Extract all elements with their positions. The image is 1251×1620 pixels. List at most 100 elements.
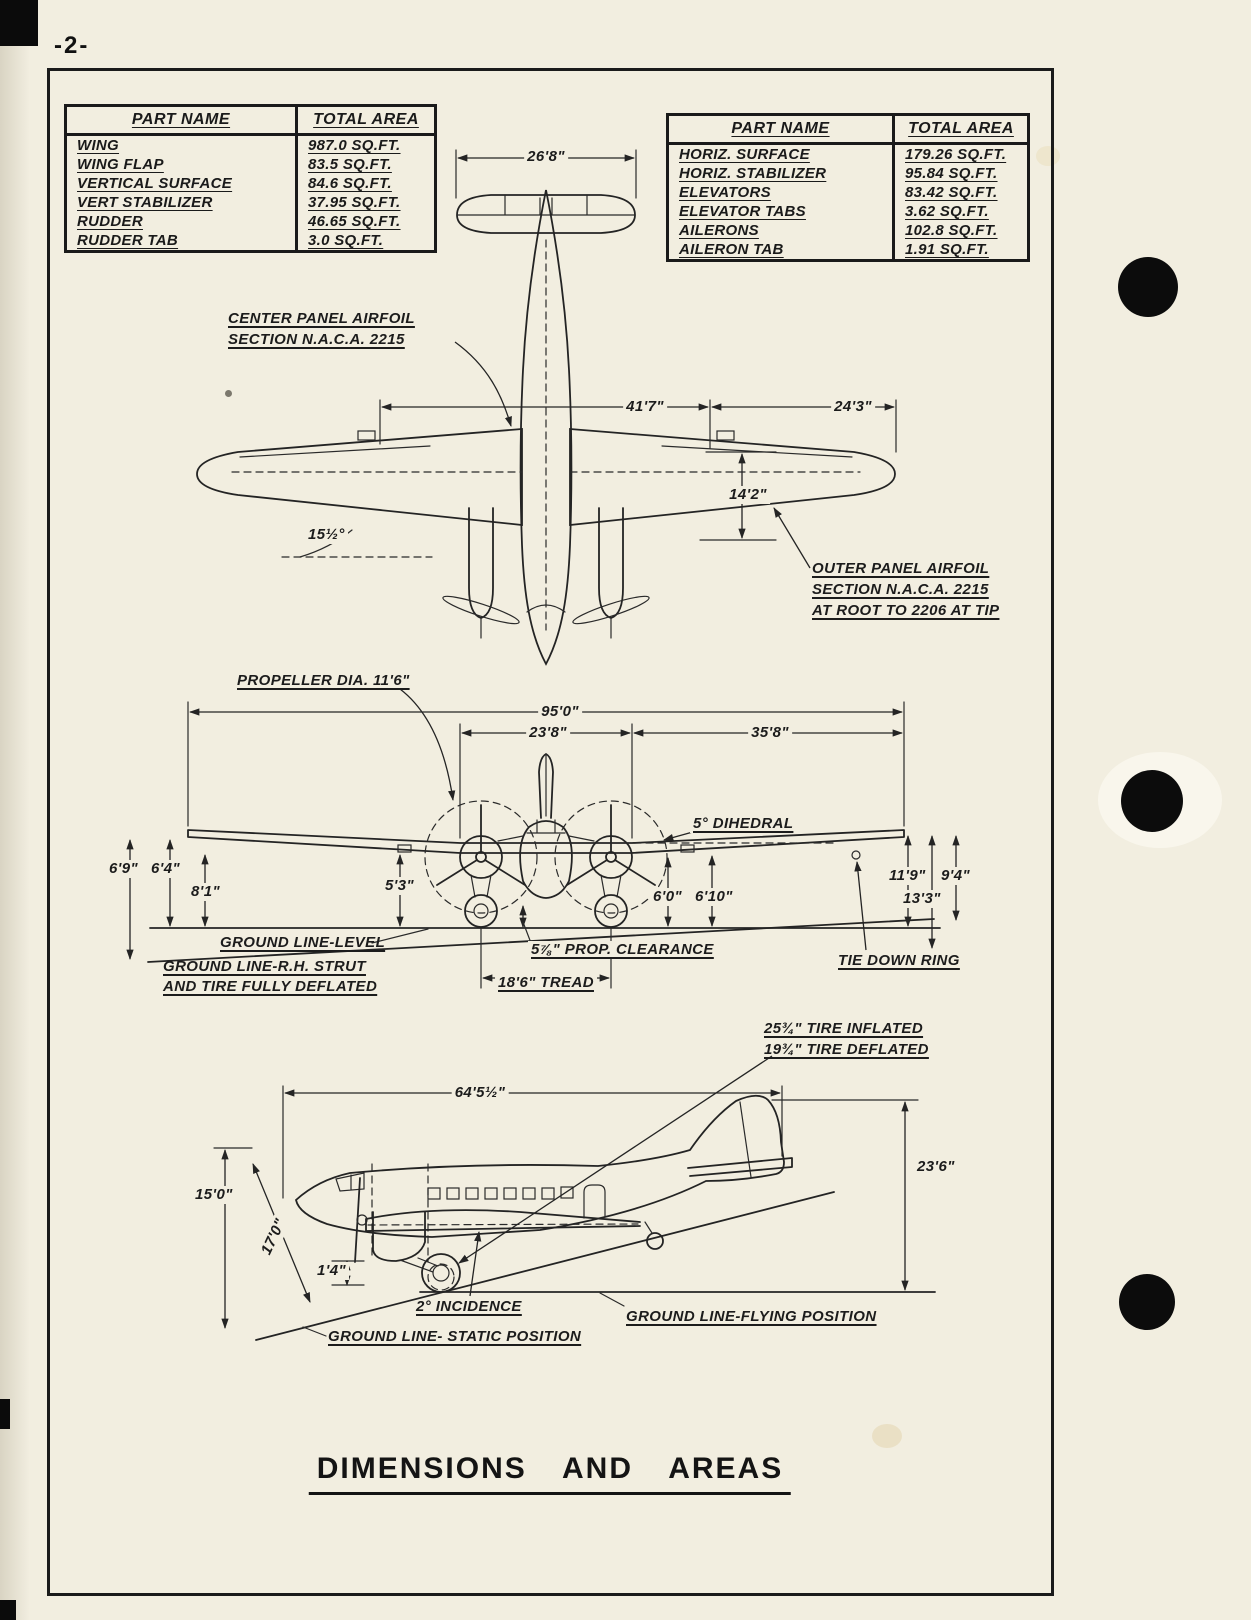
center-airfoil-note-line1: CENTER PANEL AIRFOIL — [228, 310, 415, 327]
table-row: RUDDER TAB 3.0 SQ.FT. — [66, 231, 436, 252]
height-8-1: 8'1" — [188, 883, 223, 901]
tie-down-ring-label: TIE DOWN RING — [838, 952, 960, 969]
part-name-cell: VERT STABILIZER — [77, 194, 213, 211]
part-name-cell: ELEVATOR TABS — [679, 203, 806, 220]
column-header-part-name: PART NAME — [667, 114, 894, 145]
ground-line-static — [255, 1191, 835, 1341]
ground-flying-label: GROUND LINE-FLYING POSITION — [626, 1308, 877, 1325]
table-header-row: PART NAME TOTAL AREA — [65, 105, 436, 136]
plan-fuselage — [519, 189, 573, 666]
table-header-row: PART NAME TOTAL AREA — [667, 114, 1029, 145]
plan-center-section-dim: 41'7" — [623, 398, 667, 416]
overall-length-dim: 64'5½" — [451, 1084, 509, 1102]
stain-dot — [225, 390, 232, 397]
ground-line-level-label: GROUND LINE-LEVEL — [220, 934, 386, 951]
part-name-cell: AILERON TAB — [679, 241, 784, 258]
page-title: DIMENSIONS AND AREAS — [308, 1452, 792, 1495]
total-area-cell: 95.84 SQ.FT. — [892, 164, 1029, 183]
part-name-cell: WING — [77, 137, 120, 154]
front-wheel-left — [464, 894, 498, 928]
plan-tail-span-dim: 26'8" — [524, 148, 568, 166]
side-deflated-tire-outline — [427, 1263, 455, 1291]
table-row: AILERONS 102.8 SQ.FT. — [668, 221, 1029, 240]
side-fuselage — [295, 1094, 785, 1238]
scan-edge-mark-left — [0, 1399, 10, 1429]
front-span-dim: 95'0" — [538, 703, 582, 721]
tire-inflated-label: 25¾" TIRE INFLATED — [764, 1020, 924, 1037]
column-header-total-area: TOTAL AREA — [892, 114, 1029, 145]
tread-dim-label: 18'6" TREAD — [495, 974, 597, 992]
front-center-section-dim: 23'8" — [526, 724, 570, 742]
dihedral-label: 5° DIHEDRAL — [690, 815, 797, 833]
ground-deflated-line1: GROUND LINE-R.H. STRUT — [163, 958, 366, 975]
plan-chord-dim: 14'2" — [726, 486, 770, 504]
ground-deflated-line2: AND TIRE FULLY DEFLATED — [163, 978, 378, 995]
front-fuselage — [519, 820, 573, 899]
plan-propeller-right — [572, 595, 650, 625]
height-11-9: 11'9" — [886, 867, 929, 885]
total-area-cell: 1.91 SQ.FT. — [892, 240, 1029, 261]
height-9-4: 9'4" — [938, 867, 973, 885]
side-tail-wheel — [646, 1232, 664, 1250]
front-wheel-right — [594, 894, 628, 928]
outer-airfoil-leader — [773, 507, 811, 569]
plan-sweep-angle: 15½° — [305, 526, 348, 544]
height-15-0: 15'0" — [192, 1186, 236, 1204]
table-row: VERTICAL SURFACE 84.6 SQ.FT. — [66, 174, 436, 193]
part-name-cell: VERTICAL SURFACE — [77, 175, 233, 192]
total-area-cell: 37.95 SQ.FT. — [295, 193, 436, 212]
part-name-cell: RUDDER TAB — [77, 232, 179, 249]
height-6-4: 6'4" — [148, 860, 183, 878]
plan-propeller-left — [442, 595, 520, 625]
stain-spot — [872, 1424, 902, 1448]
outer-airfoil-note-line3: AT ROOT TO 2206 AT TIP — [812, 602, 1000, 619]
total-area-cell: 3.62 SQ.FT. — [892, 202, 1029, 221]
tail-height-dim: 23'6" — [914, 1158, 958, 1176]
column-header-total-area: TOTAL AREA — [295, 105, 436, 136]
column-header-part-name: PART NAME — [65, 105, 297, 136]
height-6-10: 6'10" — [692, 888, 736, 906]
side-main-wheel — [421, 1253, 461, 1293]
side-view-drawing — [213, 1055, 936, 1341]
tire-deflated-label: 19¾" TIRE DEFLATED — [764, 1041, 929, 1058]
table-row: ELEVATOR TABS 3.62 SQ.FT. — [668, 202, 1029, 221]
part-name-cell: RUDDER — [77, 213, 143, 230]
front-wings — [187, 829, 905, 854]
part-name-cell: HORIZ. STABILIZER — [679, 165, 827, 182]
total-area-cell: 179.26 SQ.FT. — [892, 143, 1029, 164]
drawing-border — [47, 68, 1054, 1596]
total-area-cell: 84.6 SQ.FT. — [295, 174, 436, 193]
part-name-cell: ELEVATORS — [679, 184, 771, 201]
total-area-cell: 102.8 SQ.FT. — [892, 221, 1029, 240]
plan-view-drawing — [196, 149, 897, 666]
propeller-disc-left — [424, 800, 538, 914]
scan-edge-mark-bottom-left — [0, 1600, 16, 1620]
center-airfoil-leader — [454, 341, 512, 427]
binder-hole-bottom — [1119, 1274, 1175, 1330]
front-outer-panel-dim: 35'8" — [748, 724, 792, 742]
area-table-right: PART NAME TOTAL AREA HORIZ. SURFACE 179.2… — [666, 113, 1030, 262]
clearance-1-4: 1'4" — [314, 1262, 349, 1280]
side-horizontal-stabilizer — [687, 1157, 793, 1177]
incidence-leader — [469, 1230, 482, 1297]
table-row: VERT STABILIZER 37.95 SQ.FT. — [66, 193, 436, 212]
table-row: HORIZ. STABILIZER 95.84 SQ.FT. — [668, 164, 1029, 183]
part-name-cell: AILERONS — [679, 222, 759, 239]
part-name-cell: HORIZ. SURFACE — [679, 146, 810, 163]
total-area-cell: 83.5 SQ.FT. — [295, 155, 436, 174]
side-wing — [365, 1209, 641, 1232]
scan-edge-mark-top-left — [0, 0, 38, 46]
side-cabin-door — [583, 1184, 606, 1219]
plan-wing-right — [569, 428, 896, 527]
total-area-cell: 3.0 SQ.FT. — [295, 231, 436, 252]
prop-clearance-label: 5⅞" PROP. CLEARANCE — [528, 941, 717, 959]
table-row: HORIZ. SURFACE 179.26 SQ.FT. — [668, 143, 1029, 164]
outer-airfoil-note-line2: SECTION N.A.C.A. 2215 — [812, 581, 989, 598]
table-row: AILERON TAB 1.91 SQ.FT. — [668, 240, 1029, 261]
propeller-dia-note: PROPELLER DIA. 11'6" — [237, 672, 410, 689]
